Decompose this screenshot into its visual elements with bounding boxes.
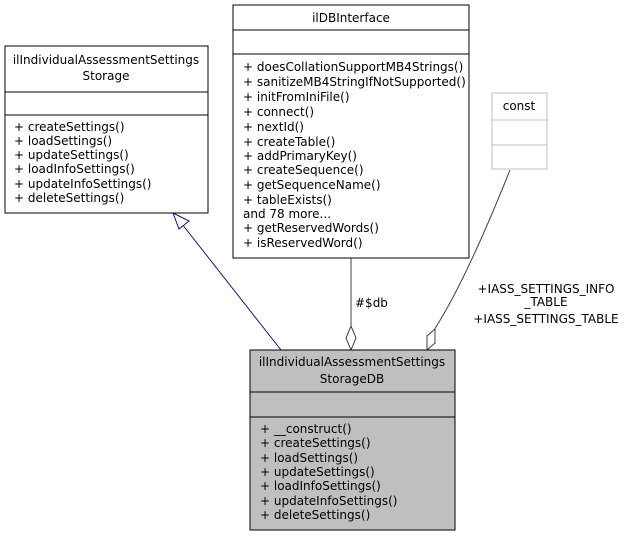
class-storagedb-method: + updateInfoSettings() — [260, 494, 397, 508]
class-dbinterface-method: + getReservedWords() — [243, 221, 379, 235]
class-storage-title-2: Storage — [83, 69, 130, 83]
class-const[interactable]: const — [491, 92, 548, 170]
class-storage[interactable]: ilIndividualAssessmentSettings Storage +… — [4, 45, 209, 214]
class-dbinterface-method: + getSequenceName() — [243, 178, 381, 192]
class-storagedb-title-1: ilIndividualAssessmentSettings — [259, 355, 445, 369]
class-dbinterface-method: + initFromIniFile() — [243, 90, 350, 104]
class-dbinterface-method: + doesCollationSupportMB4Strings() — [243, 60, 463, 74]
edge-label-db: #$db — [355, 296, 388, 310]
class-dbinterface-method: + addPrimaryKey() — [243, 149, 357, 163]
class-storagedb-method: + deleteSettings() — [260, 508, 370, 522]
class-storagedb-method: + loadInfoSettings() — [260, 479, 381, 493]
class-storagedb-method: + loadSettings() — [260, 451, 358, 465]
class-storage-method: + loadInfoSettings() — [14, 162, 135, 176]
class-storagedb-method: + updateSettings() — [260, 465, 375, 479]
edge-label-const-3: +IASS_SETTINGS_TABLE — [473, 312, 618, 326]
class-dbinterface-method: + createSequence() — [243, 163, 364, 177]
edge-inheritance — [172, 211, 282, 351]
class-storage-method: + createSettings() — [14, 120, 125, 134]
class-dbinterface-method: + tableExists() — [243, 193, 332, 207]
class-storagedb[interactable]: ilIndividualAssessmentSettings StorageDB… — [249, 349, 456, 531]
class-storagedb-method: + createSettings() — [260, 436, 371, 450]
class-storage-method: + deleteSettings() — [14, 191, 124, 205]
class-dbinterface-more: and 78 more... — [243, 207, 331, 221]
edge-const-composition — [426, 169, 511, 352]
edge-label-const-1: +IASS_SETTINGS_INFO — [478, 282, 615, 296]
class-storage-method: + updateInfoSettings() — [14, 177, 151, 191]
class-dbinterface-method: + connect() — [243, 105, 314, 119]
class-storagedb-title-2: StorageDB — [320, 372, 384, 386]
class-dbinterface-method: + isReservedWord() — [243, 236, 363, 250]
edge-db-composition — [345, 258, 357, 352]
class-storagedb-method: + __construct() — [260, 422, 352, 436]
class-dbinterface-method: + nextId() — [243, 120, 304, 134]
class-storage-method: + loadSettings() — [14, 134, 112, 148]
edge-label-const-2: _TABLE — [523, 295, 567, 309]
class-dbinterface-method: + createTable() — [243, 135, 335, 149]
class-dbinterface[interactable]: ilDBInterface + doesCollationSupportMB4S… — [232, 4, 470, 259]
class-const-title: const — [503, 99, 536, 113]
class-dbinterface-method: + sanitizeMB4StringIfNotSupported() — [243, 75, 466, 89]
class-storage-method: + updateSettings() — [14, 148, 129, 162]
class-dbinterface-title: ilDBInterface — [312, 11, 390, 25]
class-storage-title-1: ilIndividualAssessmentSettings — [13, 53, 199, 67]
